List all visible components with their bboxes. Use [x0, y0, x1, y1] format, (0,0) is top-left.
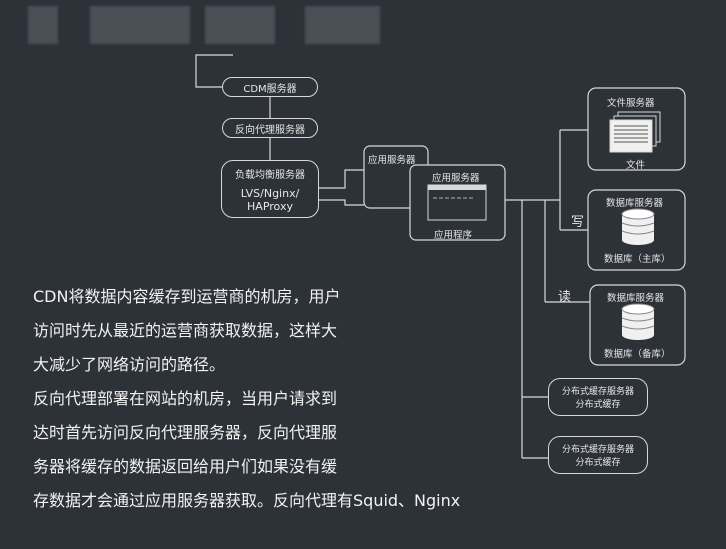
read-label: 读: [558, 290, 572, 305]
blurred-header: [305, 6, 380, 44]
cdn-server-node: CDM服务器: [222, 77, 318, 97]
load-balancer-line1: LVS/Nginx/: [240, 186, 300, 200]
reverse-proxy-label: 反向代理服务器: [235, 124, 305, 136]
db-master-title: 数据库服务器: [606, 198, 664, 209]
cache-server-node-1: 分布式缓存服务器 分布式缓存: [548, 378, 648, 416]
file-server-title: 文件服务器: [607, 98, 655, 109]
description-line: 务器将缓存的数据返回给用户们如果没有缓: [33, 457, 338, 476]
description-line: 达时首先访问反向代理服务器，反向代理服: [33, 423, 338, 442]
description-line: CDN将数据内容缓存到运营商的机房，用户: [33, 287, 341, 306]
database-icon: [621, 208, 655, 245]
cache-server-title: 分布式缓存服务器: [561, 387, 634, 397]
app-program-label: 应用程序: [434, 230, 473, 241]
description-line: 反向代理部署在网站的机房，当用户请求到: [33, 389, 338, 408]
description-text: CDN将数据内容缓存到运营商的机房，用户 访问时先从最近的运营商获取数据，这样大…: [33, 280, 513, 518]
load-balancer-title: 负载均衡服务器: [235, 169, 305, 181]
db-slave-title: 数据库服务器: [607, 293, 665, 304]
reverse-proxy-node: 反向代理服务器: [222, 118, 318, 138]
file-stack-icon: [609, 111, 661, 153]
file-label: 文件: [626, 160, 646, 171]
cache-server-title: 分布式缓存服务器: [561, 445, 634, 455]
description-line: 存数据才会通过应用服务器获取。反向代理有Squid、Nginx: [33, 491, 461, 510]
file-server-box: [587, 87, 686, 171]
app-server-front-title: 应用服务器: [432, 173, 480, 184]
db-slave-label: 数据库（备库）: [604, 349, 671, 360]
cdn-server-label: CDM服务器: [243, 83, 297, 95]
description-line: 访问时先从最近的运营商获取数据，这样大: [33, 321, 338, 340]
blurred-header: [28, 6, 58, 44]
write-label: 写: [571, 215, 585, 230]
blurred-header: [205, 6, 275, 44]
cache-server-sub: 分布式缓存: [575, 458, 621, 468]
cache-server-node-2: 分布式缓存服务器 分布式缓存: [548, 436, 648, 474]
database-icon: [621, 303, 655, 340]
app-server-back-label: 应用服务器: [368, 155, 416, 166]
db-slave-box: [589, 284, 686, 366]
cache-server-sub: 分布式缓存: [575, 400, 621, 410]
load-balancer-line2: HAProxy: [247, 199, 293, 213]
description-line: 大减少了网络访问的路径。: [33, 355, 226, 374]
blurred-header: [90, 6, 190, 44]
db-master-label: 数据库（主库）: [604, 254, 671, 265]
load-balancer-node: 负载均衡服务器 LVS/Nginx/ HAProxy: [221, 160, 319, 218]
app-screen-icon: [427, 184, 487, 221]
db-master-box: [587, 189, 686, 271]
